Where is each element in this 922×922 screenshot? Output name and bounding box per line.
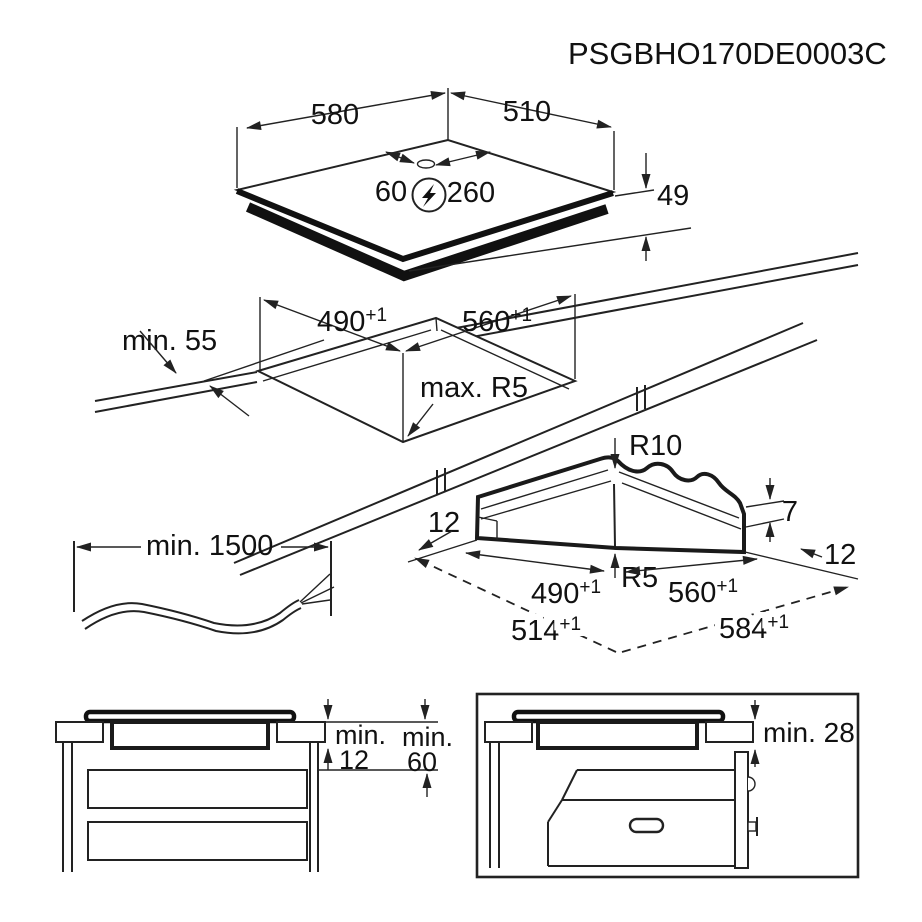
- break-mark: [636, 385, 646, 411]
- dim-connection-left: 60: [375, 176, 407, 208]
- dim-overhang-right: 12: [824, 539, 856, 571]
- dim-overhang-left: 12: [428, 507, 460, 539]
- hob-glass-edge: [235, 188, 614, 263]
- oven-knob: [747, 821, 757, 832]
- power-cable-view: min. 1500: [73, 530, 335, 635]
- hob-body-profile: [536, 720, 699, 750]
- drawer: [87, 821, 308, 861]
- dim-cut-depth: 490+1: [531, 577, 601, 610]
- dim-cable-length: min. 1500: [146, 530, 273, 562]
- dim-line-glass-depth: [414, 557, 617, 653]
- worktop-cutout-view: min. 55 490+1 560+1 max. R5: [94, 252, 859, 576]
- worktop-section: [55, 721, 104, 743]
- connection-point: [416, 159, 436, 169]
- cabinet-oven-view: min. 28: [475, 692, 860, 879]
- cabinet-drawer-view: min. 12 min. 60: [55, 699, 453, 872]
- drawer: [87, 769, 308, 809]
- worktop-front-edge: [233, 322, 804, 564]
- oven-hinge: [747, 776, 756, 792]
- dim-line-cut-depth: [465, 550, 605, 574]
- dim-hob-height: 49: [657, 180, 689, 212]
- document-code: PSGBHO170DE0003C: [568, 36, 887, 71]
- dim-vent-gap-value: 60: [407, 747, 437, 777]
- worktop-section: [705, 721, 754, 743]
- hob-isometric-view: 580 510 60 260 49: [233, 88, 692, 282]
- dim-line-510: [450, 91, 612, 129]
- dim-line-cut-width: [625, 555, 758, 576]
- dim-oven-gap: min. 28: [763, 717, 855, 748]
- worktop-section: [276, 721, 326, 743]
- dim-drawer-gap-label: min.: [335, 720, 386, 750]
- worktop-section: [484, 721, 533, 743]
- dim-line-cutout-depth: [263, 299, 401, 352]
- hob-body-profile: [110, 720, 270, 750]
- hob-glass-profile: [511, 709, 726, 724]
- worktop-edge: [94, 371, 258, 402]
- dim-line-580: [246, 91, 446, 130]
- dim-cutout-radius: max. R5: [420, 372, 528, 404]
- dim-hob-depth: 510: [503, 96, 551, 128]
- dim-cutout-width: 560+1: [462, 305, 532, 338]
- dim-line-cutout-width: [405, 295, 572, 352]
- dim-hob-width: 580: [311, 99, 359, 131]
- cable-icon: [81, 573, 335, 635]
- oven-side-panel: [734, 751, 749, 869]
- dim-front-clearance: min. 55: [122, 325, 217, 357]
- dim-radius-top: R10: [629, 430, 682, 462]
- view-frame: [475, 692, 860, 879]
- oven: [547, 751, 758, 869]
- dim-cut-width: 560+1: [668, 576, 738, 609]
- hob-glass-profile: [83, 709, 297, 724]
- dim-drawer-gap-value: 12: [339, 745, 369, 775]
- oven-handle: [628, 817, 665, 834]
- dim-radius-inner: R5: [621, 562, 658, 594]
- dim-connection-right: 260: [447, 177, 495, 209]
- dim-line-glass-width: [621, 586, 849, 653]
- break-mark: [436, 468, 446, 494]
- hob-body-edge: [245, 202, 609, 282]
- electrical-connection-icon: [411, 177, 447, 213]
- dim-cutout-depth: 490+1: [317, 305, 387, 338]
- dim-vent-gap-label: min.: [402, 722, 453, 752]
- dim-lip-thickness: 7: [782, 496, 798, 528]
